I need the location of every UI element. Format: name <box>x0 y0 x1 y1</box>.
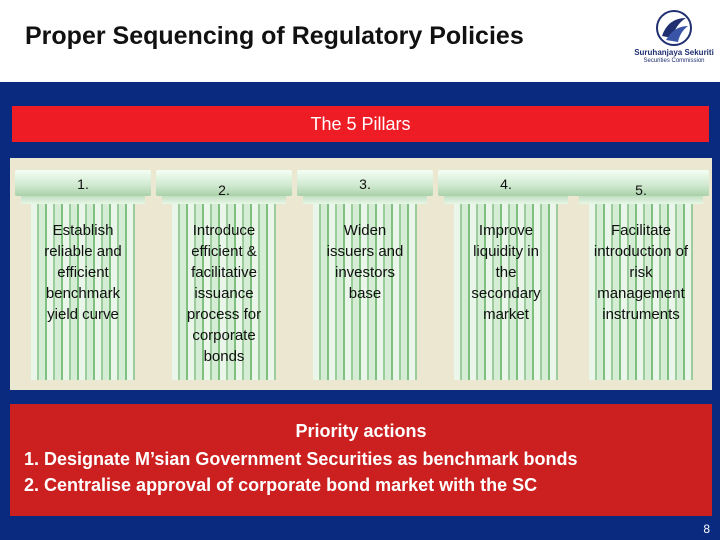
pillar-text-line: efficient <box>57 264 109 281</box>
pillar-shaft <box>31 204 135 380</box>
pillar-text-line: issuers and <box>326 243 404 260</box>
pillar-abacus <box>162 196 286 204</box>
pillar-capital <box>156 170 292 196</box>
pillar-text-line: investors <box>334 264 396 281</box>
pillar-text-line: efficient & <box>191 243 257 260</box>
priority-action-item: 1. Designate M’sian Government Securitie… <box>24 449 578 469</box>
pillar-text-line: market <box>483 306 529 323</box>
pillar-text-line: process for <box>186 306 262 323</box>
pillar-capital <box>573 170 709 196</box>
pillar-shaft <box>454 204 558 380</box>
securities-commission-logo: Suruhanjaya Sekuriti Securities Commissi… <box>632 8 716 70</box>
priority-action-item: 2. Centralise approval of corporate bond… <box>24 475 538 495</box>
pillar-text-line: introduction of <box>593 243 689 260</box>
pillar-abacus <box>444 196 568 204</box>
pillar-shaft <box>172 204 276 380</box>
pillar-text-line: risk <box>629 264 653 281</box>
pillar-number: 1. <box>77 176 89 192</box>
pillar-number: 4. <box>500 176 512 192</box>
pillar-abacus <box>579 196 703 204</box>
pillar-text-line: Establish <box>52 222 114 239</box>
pillar-2: 2. Introduce efficient & facilitative is… <box>156 170 292 380</box>
pillar-text-line: bonds <box>203 348 245 365</box>
pillar-text: Establish reliable and efficient benchma… <box>15 220 151 325</box>
pillar-text-line: yield curve <box>47 306 119 323</box>
pillar-text: Widen issuers and investors base <box>297 220 433 304</box>
pillar-text-line: Facilitate <box>610 222 672 239</box>
pillar-text-line: corporate <box>192 327 256 344</box>
logo-subtitle: Securities Commission <box>643 58 705 64</box>
pillar-number: 2. <box>218 182 230 198</box>
pillar-text-line: instruments <box>602 306 680 323</box>
pillar-text-line: liquidity in <box>473 243 539 260</box>
pillar-3: 3. Widen issuers and investors base <box>297 170 433 380</box>
pillar-text-line: management <box>597 285 685 302</box>
pillar-text-line: benchmark <box>45 285 121 302</box>
slide-title: Proper Sequencing of Regulatory Policies <box>25 22 524 50</box>
logo-name: Suruhanjaya Sekuriti <box>634 48 714 57</box>
logo-emblem-icon <box>656 10 692 46</box>
pillar-text-line: reliable and <box>44 243 122 260</box>
pillar-capital <box>15 170 151 196</box>
priority-actions-box: Priority actions 1. Designate M’sian Gov… <box>10 404 712 516</box>
pillar-text-line: secondary <box>471 285 541 302</box>
pillar-1: 1. Establish reliable and efficient benc… <box>15 170 151 380</box>
pillar-text: Facilitate introduction of risk manageme… <box>573 220 709 325</box>
pillar-text: Introduce efficient & facilitative issua… <box>156 220 292 367</box>
pillars-banner: The 5 Pillars <box>12 106 709 142</box>
pillar-number: 5. <box>635 182 647 198</box>
pillar-abacus <box>303 196 427 204</box>
pillar-shaft <box>589 204 693 380</box>
pillar-text-line: facilitative <box>191 264 257 281</box>
pillar-text-line: the <box>495 264 517 281</box>
pillar-text-line: Widen <box>343 222 387 239</box>
pillar-5: 5. Facilitate introduction of risk manag… <box>573 170 709 380</box>
slide-header: Proper Sequencing of Regulatory Policies… <box>0 0 720 82</box>
pillar-text: Improve liquidity in the secondary marke… <box>438 220 574 325</box>
pillar-shaft <box>313 204 417 380</box>
pillar-text-line: issuance <box>194 285 254 302</box>
pillar-capital <box>438 170 574 196</box>
page-number: 8 <box>703 522 710 536</box>
priority-actions-heading: Priority actions <box>295 421 427 441</box>
pillar-capital <box>297 170 433 196</box>
pillar-text-line: Improve <box>478 222 534 239</box>
pillar-number: 3. <box>359 176 371 192</box>
pillar-text-line: Introduce <box>192 222 256 239</box>
pillar-4: 4. Improve liquidity in the secondary ma… <box>438 170 574 380</box>
pillar-text-line: base <box>348 285 382 302</box>
pillar-abacus <box>21 196 145 204</box>
